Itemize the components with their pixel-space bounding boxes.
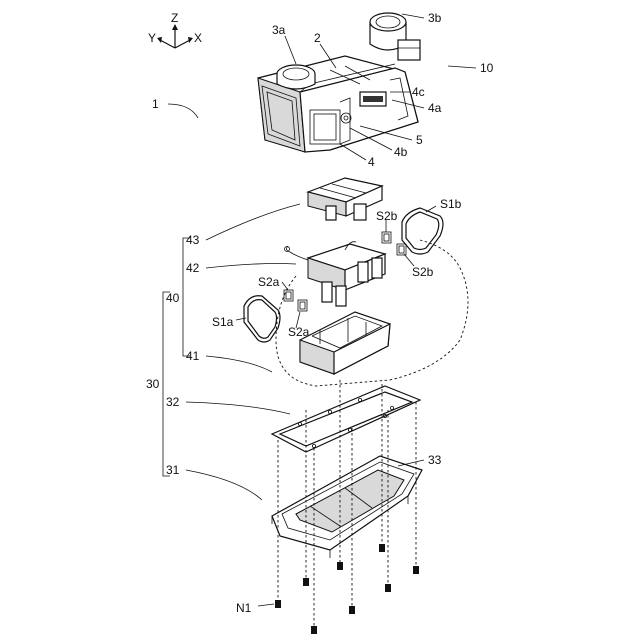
part-43-cover xyxy=(308,178,382,220)
part-41-tray xyxy=(300,312,390,374)
label-4a: 4a xyxy=(428,101,442,115)
label-s2a-top: S2a xyxy=(258,275,280,289)
screw xyxy=(303,578,309,586)
label-31: 31 xyxy=(166,463,180,477)
label-5: 5 xyxy=(416,133,423,147)
label-4b: 4b xyxy=(394,145,408,159)
screw xyxy=(413,566,419,574)
label-s1a: S1a xyxy=(212,315,234,329)
base-tray-31 xyxy=(272,456,422,558)
screw xyxy=(337,562,343,570)
label-4: 4 xyxy=(368,155,375,169)
screw xyxy=(349,606,355,614)
label-3b: 3b xyxy=(428,11,442,25)
screw xyxy=(385,584,391,592)
axis-y-label: Y xyxy=(148,31,156,45)
gasket-32 xyxy=(272,386,420,452)
label-s2b: S2b xyxy=(412,265,434,279)
seal-s1a xyxy=(244,296,280,342)
label-33: 33 xyxy=(428,453,442,467)
label-30: 30 xyxy=(146,377,160,391)
label-10: 10 xyxy=(480,61,494,75)
screw xyxy=(379,544,385,552)
seal-s1b xyxy=(402,208,443,254)
axis-z-label: Z xyxy=(171,11,178,25)
part-42-assembly xyxy=(285,242,386,306)
axis-x-label: X xyxy=(194,31,202,45)
label-3a: 3a xyxy=(272,23,286,37)
label-s2b-top: S2b xyxy=(376,209,398,223)
axis-indicator: Z Y X xyxy=(148,11,202,48)
label-1: 1 xyxy=(152,97,159,111)
label-32: 32 xyxy=(166,395,180,409)
label-4c: 4c xyxy=(412,85,425,99)
label-n1: N1 xyxy=(236,601,252,615)
screw xyxy=(311,626,317,634)
label-40: 40 xyxy=(166,291,180,305)
label-s2a: S2a xyxy=(288,325,310,339)
label-42: 42 xyxy=(186,261,200,275)
label-41: 41 xyxy=(186,349,200,363)
label-43: 43 xyxy=(186,233,200,247)
label-s1b: S1b xyxy=(440,197,462,211)
label-2: 2 xyxy=(314,31,321,45)
screw xyxy=(275,600,281,608)
